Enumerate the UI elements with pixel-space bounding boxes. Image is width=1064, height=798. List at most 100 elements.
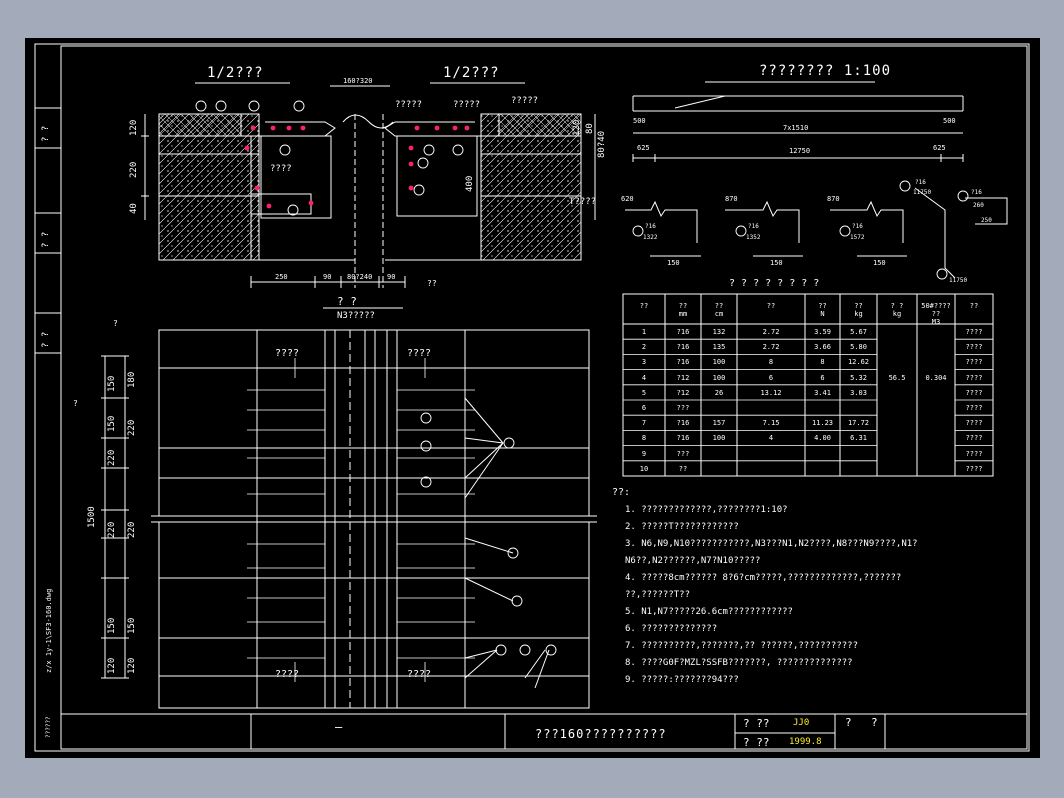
table-cell: ???? <box>965 404 983 412</box>
table-header-cell: ? ? kg <box>890 302 904 318</box>
table-title: ? ? ? ? ? ? ? ? <box>729 278 820 289</box>
table-cell: ???? <box>965 373 983 382</box>
label-small: ?? <box>427 279 437 288</box>
table-header-cell: ?? N <box>818 302 827 318</box>
right-section-title: 1/2??? <box>443 65 500 81</box>
table-cell: 6 <box>768 373 774 382</box>
table-cell: 6 <box>641 404 647 412</box>
table-header-cell: ?? kg <box>854 302 863 318</box>
table-cell: 2 <box>641 343 647 352</box>
table-cell: ??? <box>676 449 690 458</box>
margin-mark: ? ? <box>41 125 51 142</box>
table-cell: 157 <box>712 419 726 428</box>
tb-row2-label: ? ?? <box>743 736 770 749</box>
table-header-cell: ?? mm <box>678 302 688 318</box>
left-section-title: 1/2??? <box>207 65 264 81</box>
plan-label: ???? <box>407 669 432 680</box>
table-cell: 4 <box>641 373 647 382</box>
margin-mark: ? ? <box>41 331 51 348</box>
table-cell: ???? <box>965 464 983 473</box>
table-cell: 9 <box>641 449 647 458</box>
table-cell: 7 <box>641 419 647 428</box>
notes-heading: ??: <box>612 487 631 498</box>
table-cell: ???? <box>965 343 983 352</box>
table-header-cell: ?? <box>766 302 776 310</box>
table-cell: 100 <box>712 358 726 367</box>
label-q: ???? <box>270 164 292 174</box>
table-cell: 11.23 <box>811 419 834 428</box>
table-cell: 10 <box>639 464 649 473</box>
note-line: 4. ?????8cm?????? 8?6?cm?????,??????????… <box>625 573 902 583</box>
note-line: 3. N6,N9,N10???????????,N3???N1,N2????,N… <box>625 539 918 549</box>
table-cell: ?16 <box>676 343 690 352</box>
table-cell: 3.41 <box>814 388 831 397</box>
drawing-sheet: 1/2??? 1/2??? 160?320 ???????? 1:100 ???… <box>25 38 1040 758</box>
table-cell: 26 <box>714 388 724 397</box>
plan-label: ???? <box>275 669 300 680</box>
table-cell: ???? <box>965 449 983 458</box>
table-cell: 5.80 <box>850 343 867 352</box>
label-t: T???? <box>569 197 597 207</box>
note-line: 9. ?????:???????94??? <box>625 675 739 685</box>
tb-row1-value: JJ0 <box>793 718 810 728</box>
table-cell: 17.72 <box>847 419 870 428</box>
label-a: ????? <box>395 100 423 110</box>
note-line: 5. N1,N7?????26.6cm???????????? <box>625 607 793 617</box>
table-cell: 3.03 <box>850 388 867 397</box>
table-cell: 3.66 <box>814 343 831 352</box>
label-b: ????? <box>453 100 481 110</box>
file-path: z/x 1y-1\SF3-160.dwg <box>45 588 53 673</box>
note-line: N6??,N2??????,N7?N10????? <box>625 556 761 566</box>
table-cell: 5.32 <box>850 373 867 382</box>
table-cell: 135 <box>712 343 726 352</box>
table-cell: 12.62 <box>847 358 870 367</box>
table-header-cell: ?? <box>639 302 649 310</box>
table-cell: ???? <box>965 358 983 367</box>
margin-mark: ? ? <box>41 231 51 248</box>
plan-view-title: ? ? <box>337 295 357 308</box>
table-cell: 8 <box>820 358 825 367</box>
table-cell: 6.31 <box>850 434 867 443</box>
table-cell: 1 <box>641 328 647 336</box>
table-cell: ?16 <box>676 419 690 428</box>
note-line: 2. ?????T???????????? <box>625 522 739 532</box>
table-cell: 2.72 <box>762 343 780 352</box>
table-cell: 100 <box>712 434 726 443</box>
table-cell: 7.15 <box>762 419 780 428</box>
table-header-cell: ?? <box>969 302 979 310</box>
table-header-cell: ?? cm <box>714 302 724 318</box>
plan-label: ???? <box>407 348 432 359</box>
table-cell: 0.304 <box>925 373 947 382</box>
steel-plan-title: ???????? 1:100 <box>759 63 892 79</box>
table-cell: 6 <box>820 373 825 382</box>
table-cell: ???? <box>965 419 983 428</box>
table-cell: 4 <box>768 434 774 443</box>
table-cell: ?16 <box>676 358 690 367</box>
table-cell: 132 <box>712 328 726 336</box>
margin-footer: ?????? <box>45 716 52 738</box>
tb-row2-value: 1999.8 <box>789 737 822 747</box>
plan-view-subtitle: N3????? <box>337 311 375 321</box>
table-cell: 13.12 <box>760 388 782 397</box>
table-cell: 3 <box>641 358 647 367</box>
note-line: ??,??????T?? <box>625 590 691 600</box>
note-line: 8. ????G0F?MZL?SSFB???????, ????????????… <box>625 658 853 668</box>
table-cell: ?12 <box>676 388 690 397</box>
table-header-cell: 50#???? ?? M3 <box>921 302 951 326</box>
tb-row1-label: ? ?? <box>743 717 770 730</box>
table-cell: ?16 <box>676 328 690 336</box>
table-cell: ??? <box>676 404 690 412</box>
table-cell: ?? <box>678 464 688 473</box>
table-cell: 8 <box>641 434 647 443</box>
table-cell: ???? <box>965 388 983 397</box>
title-dash: — <box>335 720 343 734</box>
drawing-linework <box>34 43 1030 752</box>
tb-cell-b: ? <box>871 716 878 729</box>
table-cell: 4.00 <box>814 434 831 443</box>
table-cell: 100 <box>712 373 726 382</box>
table-cell: ?16 <box>676 434 690 443</box>
mark-top: ? <box>113 319 118 328</box>
table-cell: 5.67 <box>850 328 867 336</box>
table-cell: 2.72 <box>762 328 780 336</box>
plan-label: ???? <box>275 348 300 359</box>
